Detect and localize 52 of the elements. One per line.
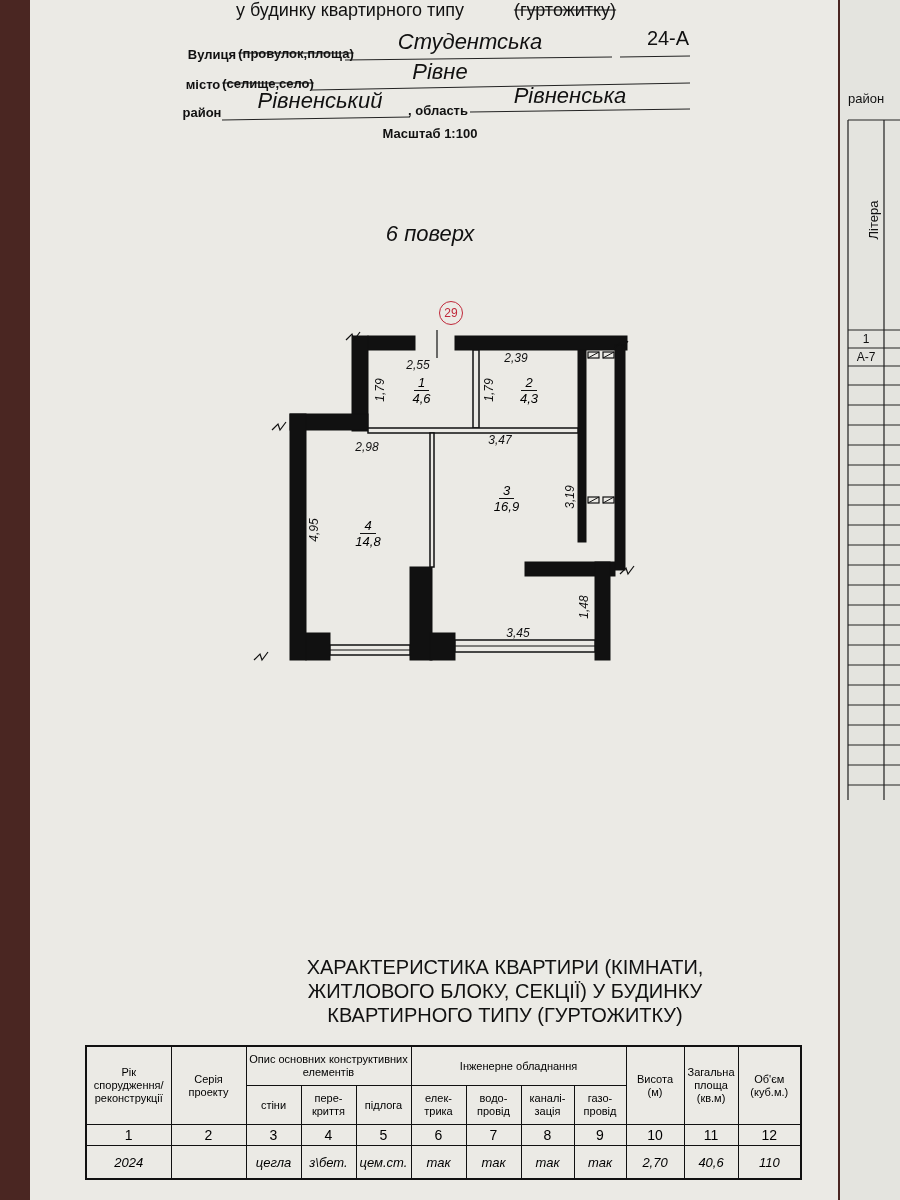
table-cell: 10 (626, 1124, 685, 1146)
table-header-cell: елек-трика (411, 1085, 466, 1125)
field-label: місто (185, 76, 221, 92)
struck-text: (селище,село) (222, 75, 314, 91)
table-header-cell: Опис основних конструктивних елементів (246, 1046, 411, 1086)
table-header-cell: Серія проекту (171, 1046, 246, 1125)
table-header-cell: Висота (м) (626, 1046, 685, 1125)
table-header-cell: пере-криття (301, 1085, 356, 1125)
dimension-label: 3,19 (563, 485, 577, 509)
table-title: ХАРАКТЕРИСТИКА КВАРТИРИ (КІМНАТИ, ЖИТЛОВОГО БЛОКУ, СЕКЦІЇ) У БУДИНКУ КВАРТИРНОГО ТИПУ (ГУРТОЖИТКУ) (305, 955, 705, 1027)
dimension-label: 3,47 (488, 433, 512, 447)
table-cell: 5 (356, 1124, 411, 1146)
table-cell: 8 (521, 1124, 574, 1146)
table-header-cell: водо-провід (466, 1085, 521, 1125)
dimension-label: 2,98 (355, 440, 379, 454)
table-header-cell: Рік спорудження/ реконструкції (86, 1046, 171, 1125)
table-cell: 4 (301, 1124, 356, 1146)
table-cell: 7 (466, 1124, 521, 1146)
table-cell: 2 (171, 1124, 246, 1146)
field-value: Рівне (412, 59, 468, 85)
scale-note: Масштаб 1:100 (382, 125, 478, 141)
dimension-label: 1,48 (577, 595, 591, 619)
floor-label: 6 поверх (385, 221, 475, 247)
table-header-cell: підлога (356, 1085, 411, 1125)
field-label: , область (408, 102, 468, 118)
header-text: у будинку квартирного типу (235, 0, 465, 21)
dimension-label: 2,55 (406, 358, 430, 372)
table-header-cell: Загальна площа (кв.м) (684, 1046, 739, 1125)
table-cell: 11 (684, 1124, 739, 1146)
field-value: Студентська (397, 29, 543, 55)
table-cell-text: А-7 (856, 350, 876, 364)
dimension-label: 1,79 (482, 378, 496, 402)
table-header-cell: каналі-зація (521, 1085, 574, 1125)
struck-text: (провулок,площа) (238, 45, 354, 61)
struck-text: (гуртожитку) (513, 0, 617, 21)
table-cell: 9 (574, 1124, 627, 1146)
table-cell-text: 1 (862, 332, 870, 346)
table-cell: 3 (246, 1124, 301, 1146)
dimension-label: 4,95 (307, 518, 321, 542)
dimension-label: 1,79 (373, 378, 387, 402)
field-value: 24-А (646, 26, 690, 50)
field-label: Вулиця (187, 46, 237, 62)
field-label: район (182, 104, 222, 120)
table-cell: 6 (411, 1124, 466, 1146)
table-header-cell: стіни (246, 1085, 301, 1125)
table-cell: 1 (86, 1124, 171, 1146)
table-header-text: Літера (865, 200, 881, 240)
dimension-label: 2,39 (504, 351, 528, 365)
dimension-label: 3,45 (506, 626, 530, 640)
table-header-cell: Інженерне обладнання (411, 1046, 627, 1086)
field-value: Рівненська (513, 83, 627, 109)
field-label: район (847, 90, 885, 106)
